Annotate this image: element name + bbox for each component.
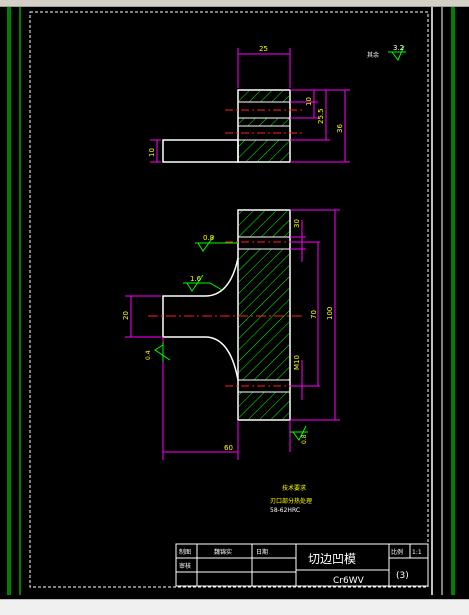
roughness-arc: 1.6 xyxy=(183,274,223,292)
tb-row1-c3: 日期 xyxy=(256,548,268,556)
title-bar xyxy=(0,0,469,14)
tech-line2: 58-62HRC xyxy=(270,507,300,514)
roughness-stem: 0.4 xyxy=(145,342,171,362)
dim-main-stem: 20 xyxy=(122,311,130,320)
roughness-stem-value: 0.4 xyxy=(145,350,152,360)
roughness-arc-value: 1.6 xyxy=(190,275,202,283)
dim-main-m10: M10 xyxy=(293,355,301,370)
tb-part-name: 切边凹模 xyxy=(308,552,356,566)
tb-row2-c1: 审核 xyxy=(179,562,191,570)
frame-right-lines xyxy=(431,7,455,595)
roughness-left-value: 0.8 xyxy=(203,234,214,242)
tb-row1-c1: 制图 xyxy=(179,548,191,556)
top-view xyxy=(162,89,305,163)
dim-top-total: 36 xyxy=(336,124,344,133)
tb-sheet: (3) xyxy=(396,571,409,581)
drawing-border xyxy=(29,11,429,588)
cad-canvas[interactable]: 其余 3.2 25 10 25.5 36 10 xyxy=(0,7,469,599)
tb-ratio-label: 比例 xyxy=(391,548,403,556)
tech-title: 技术要求 xyxy=(282,484,306,492)
tb-row1-c2: 魏锦实 xyxy=(214,548,232,556)
roughness-bottom-value: 0.8 xyxy=(301,434,308,444)
roughness-general-value: 3.2 xyxy=(393,44,404,52)
tb-material: Cr6WV xyxy=(333,576,365,586)
tech-line1: 刃口部分热处理 xyxy=(270,497,312,505)
dim-top-stem: 10 xyxy=(148,148,156,157)
dim-main-70: 70 xyxy=(310,310,318,319)
dim-top-hole: 10 xyxy=(305,97,313,106)
roughness-general-label: 其余 xyxy=(367,51,379,59)
cad-drawing: 其余 3.2 25 10 25.5 36 10 xyxy=(7,7,455,595)
roughness-left: 0.8 xyxy=(195,234,238,252)
title-block xyxy=(175,543,429,587)
dim-top-width: 25 xyxy=(259,45,268,53)
tb-ratio-value: 1:1 xyxy=(412,549,422,556)
dim-main-dia: 30 xyxy=(293,219,301,228)
roughness-bottom: 0.8 xyxy=(290,425,308,444)
dim-top-mid: 25.5 xyxy=(317,108,325,124)
frame-left-lines xyxy=(7,7,21,595)
main-view-dims xyxy=(125,209,340,460)
dim-main-total: 100 xyxy=(326,307,334,320)
status-bar xyxy=(0,599,469,615)
main-view xyxy=(148,209,305,421)
top-view-dims xyxy=(150,48,350,163)
roughness-general: 其余 3.2 xyxy=(367,44,406,61)
dim-main-length: 60 xyxy=(224,444,233,452)
